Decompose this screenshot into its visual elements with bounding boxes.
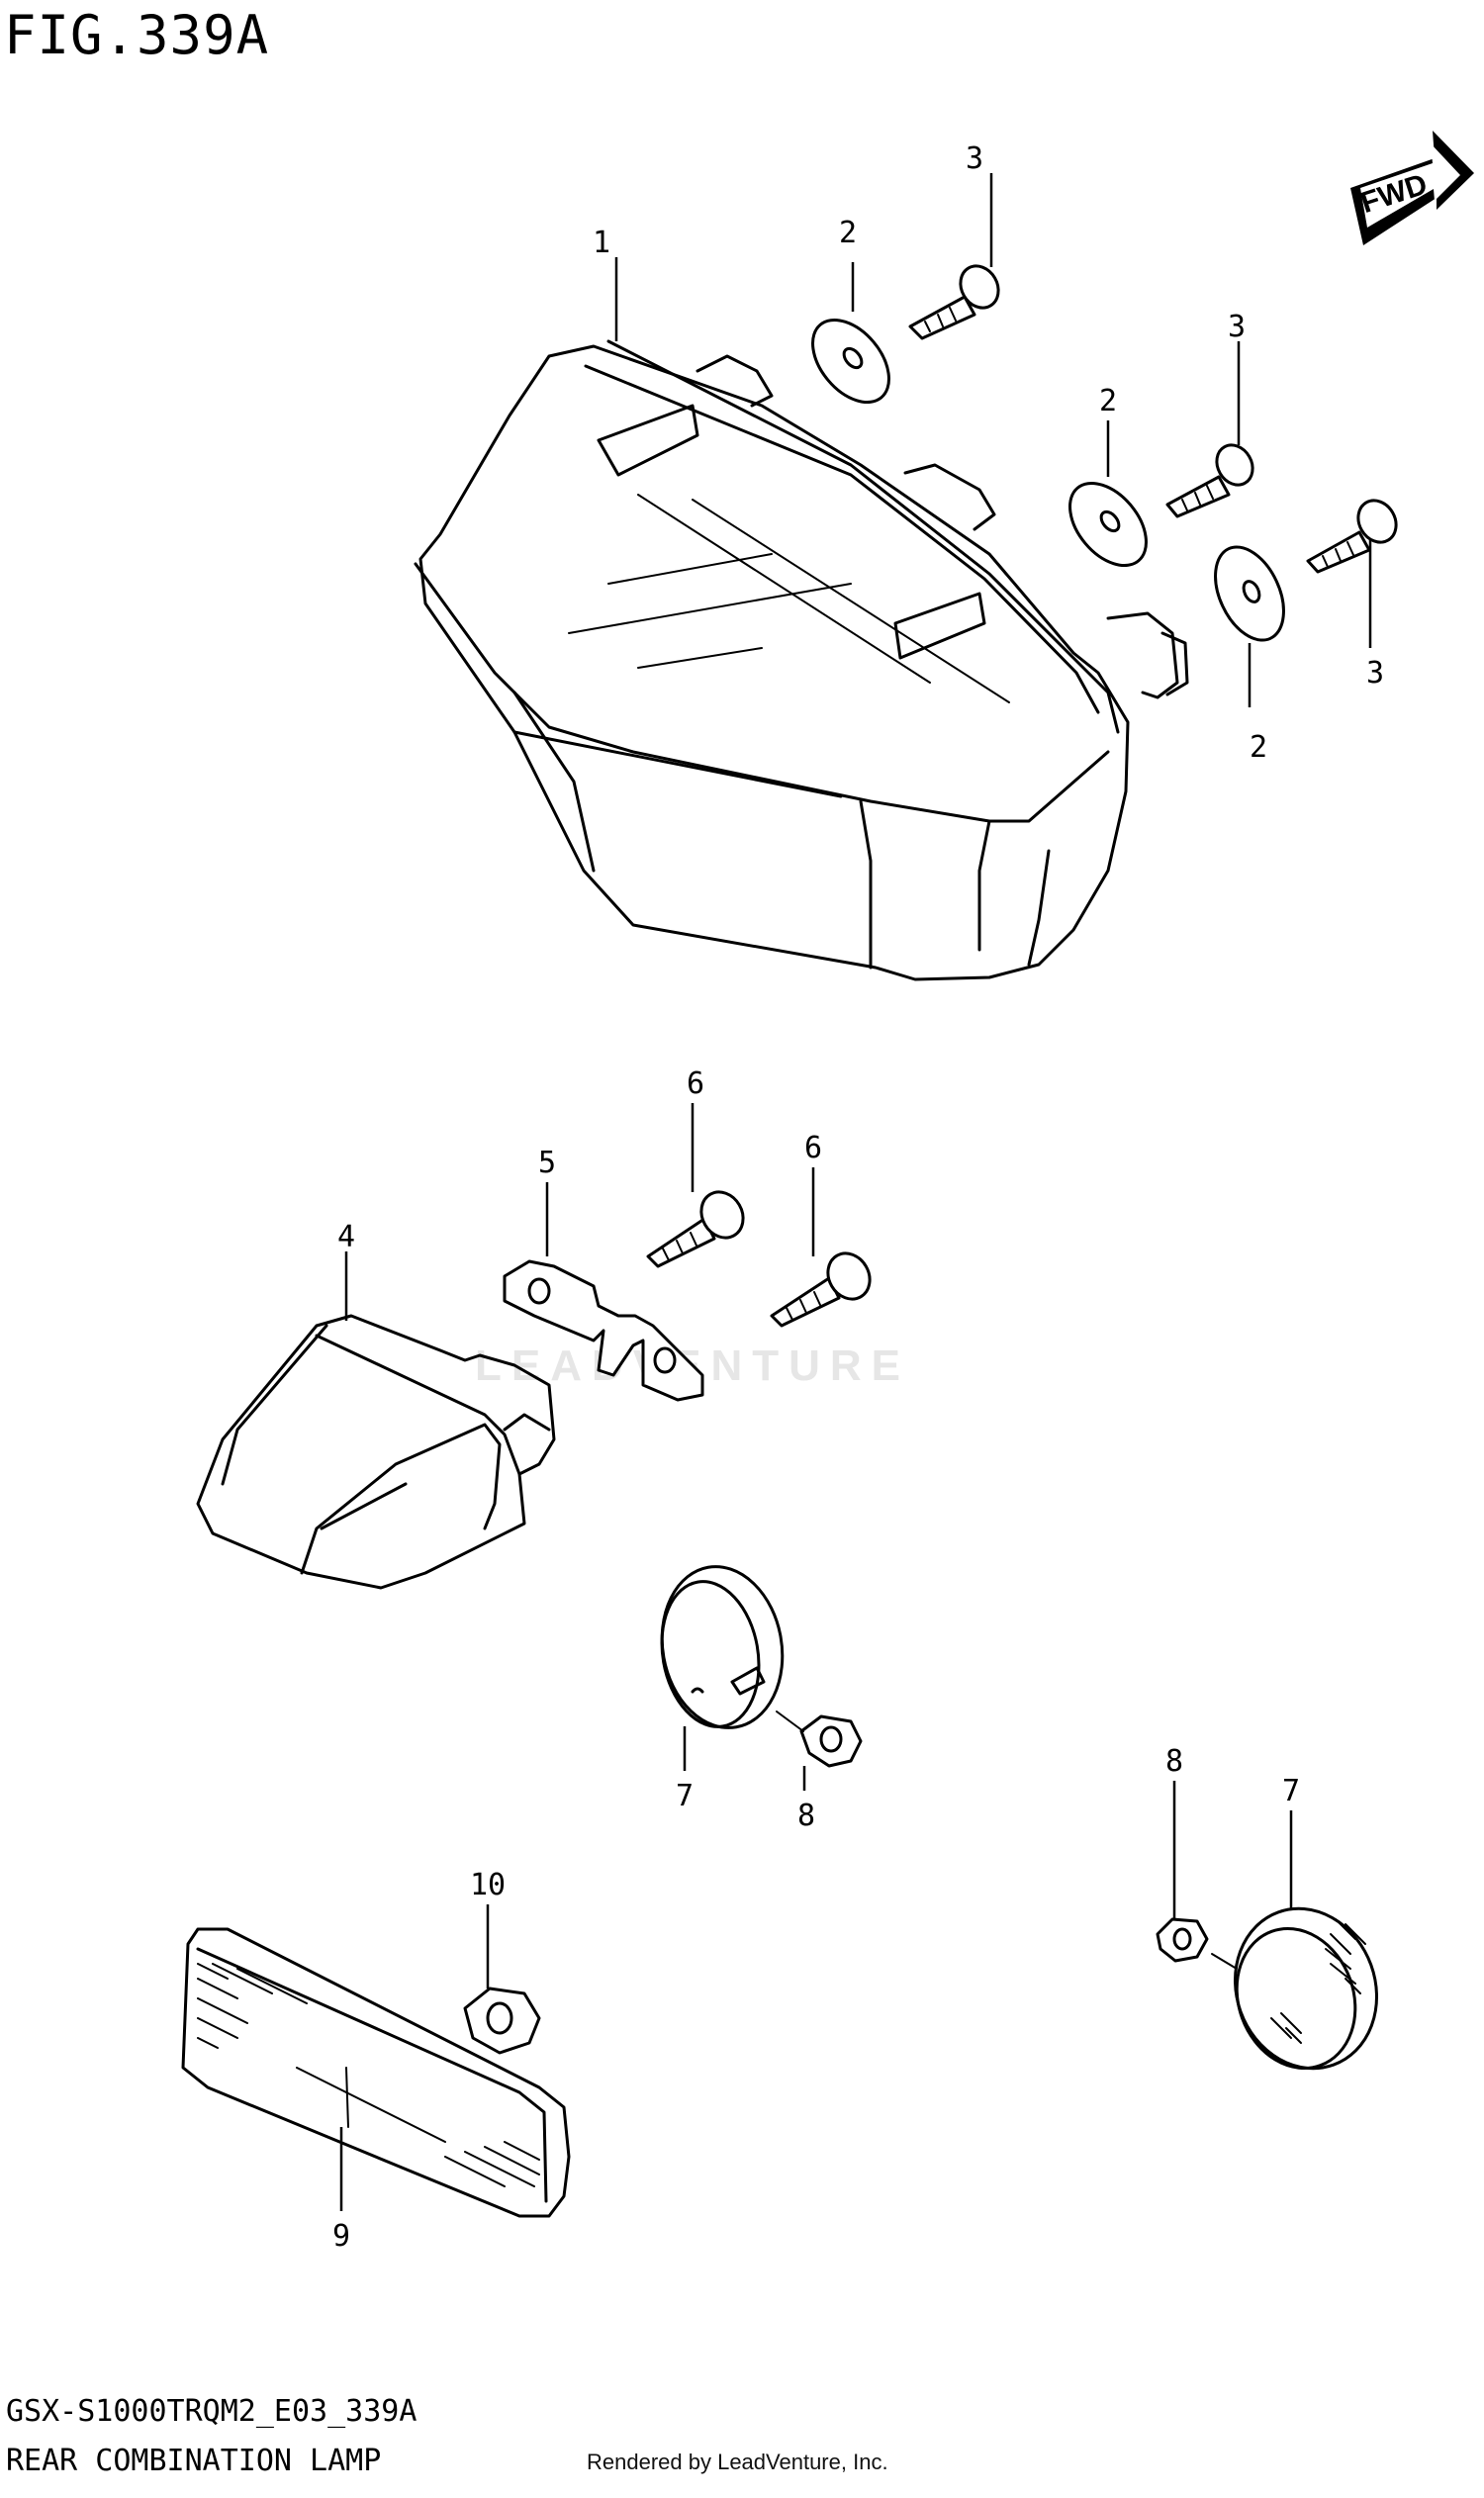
part-2-washer-a bbox=[811, 318, 890, 405]
leader-lines bbox=[339, 173, 1372, 2211]
callout-6b: 6 bbox=[804, 1131, 822, 1165]
fwd-arrow-icon: FWD bbox=[1350, 131, 1474, 245]
callout-2a: 2 bbox=[839, 216, 857, 250]
callout-3b: 3 bbox=[1228, 310, 1246, 344]
part-9-rect-reflector bbox=[181, 1927, 571, 2218]
callout-1: 1 bbox=[593, 226, 610, 260]
callout-4: 4 bbox=[337, 1220, 355, 1254]
callout-3a: 3 bbox=[966, 141, 983, 176]
part-6-screw-b bbox=[770, 1251, 872, 1328]
callout-9: 9 bbox=[332, 2219, 350, 2254]
callout-8b: 8 bbox=[1165, 1744, 1183, 1779]
callout-6a: 6 bbox=[687, 1066, 704, 1101]
part-1-rear-combination-lamp bbox=[414, 339, 1189, 981]
callout-7b: 7 bbox=[1282, 1774, 1300, 1808]
part-2-washer-b bbox=[1068, 481, 1148, 568]
part-2-washer-c bbox=[1214, 545, 1285, 642]
part-3-screw-b bbox=[1165, 443, 1254, 518]
part-3-screw-a bbox=[908, 264, 1000, 340]
part-4-license-lamp bbox=[196, 1314, 556, 1590]
part-8-nut-a bbox=[776, 1711, 863, 1768]
figure-title: FIG.339A bbox=[4, 4, 270, 66]
callout-10: 10 bbox=[470, 1868, 506, 1902]
part-7-round-reflector-b bbox=[1233, 1906, 1379, 2071]
part-10-nut bbox=[463, 1987, 541, 2055]
callout-2c: 2 bbox=[1250, 730, 1267, 765]
rendered-by-credit: Rendered by LeadVenture, Inc. bbox=[587, 2450, 888, 2474]
model-code: GSX-S1000TRQM2_E03_339A bbox=[6, 2394, 417, 2429]
part-7-round-reflector-a bbox=[660, 1565, 785, 1729]
callout-8a: 8 bbox=[797, 1799, 815, 1833]
part-3-screw-c bbox=[1306, 499, 1398, 574]
part-5-bracket bbox=[503, 1259, 704, 1402]
callout-2b: 2 bbox=[1099, 384, 1117, 418]
callout-3c: 3 bbox=[1366, 656, 1384, 691]
callout-5: 5 bbox=[538, 1146, 556, 1180]
part-8-nut-b bbox=[1156, 1917, 1238, 1970]
callout-7a: 7 bbox=[676, 1779, 694, 1813]
part-6-screw-a bbox=[646, 1190, 745, 1268]
diagram-title: REAR COMBINATION LAMP bbox=[6, 2444, 382, 2478]
